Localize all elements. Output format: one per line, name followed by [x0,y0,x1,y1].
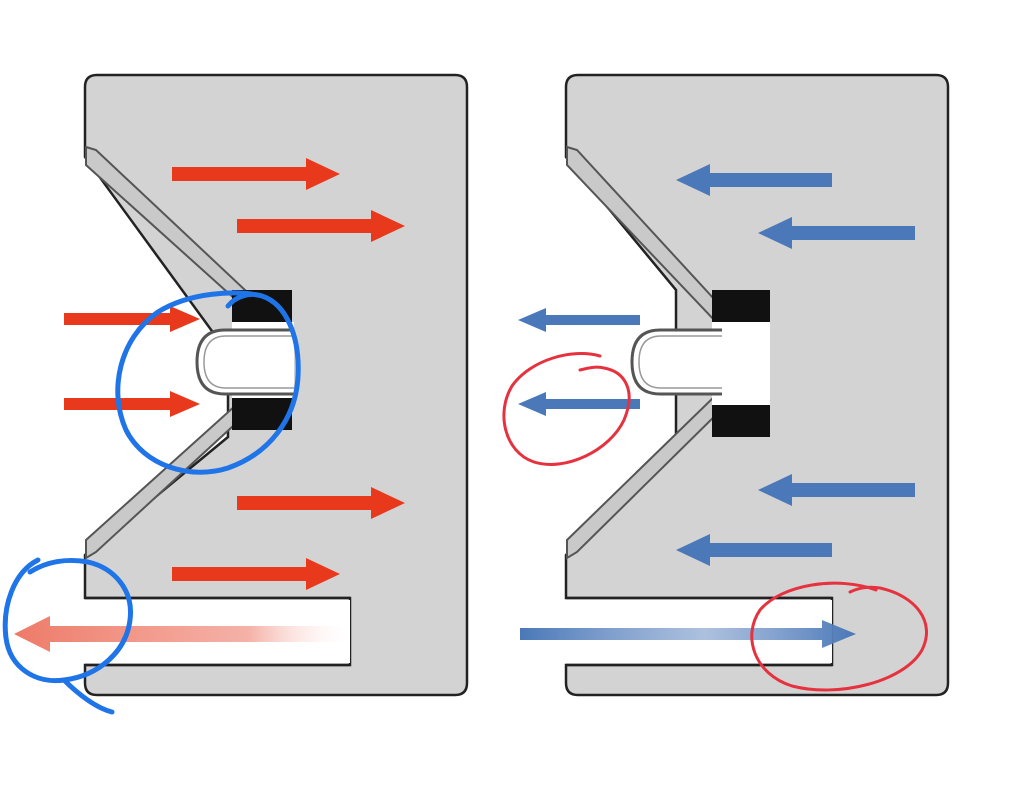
red-arrow-icon [172,558,340,590]
blue-arrow-icon [518,392,640,416]
blue-arrow-icon [758,217,915,249]
red-arrow-icon [237,487,405,519]
red-arrow-icon [237,210,405,242]
right-airflow-arrows [518,164,915,648]
left-dome [195,328,294,396]
port-arrow-right-icon [520,620,856,648]
red-circle-dome-icon [502,352,631,466]
blue-circle-dome-icon [115,290,301,475]
left-airflow-arrows [14,158,405,652]
blue-arrow-icon [676,164,832,196]
right-dome [630,328,722,396]
right-magnet-top [712,290,770,322]
red-circle-port-icon [750,581,928,692]
blue-arrow-icon [676,534,832,566]
red-arrow-icon [64,306,200,332]
red-arrow-icon [172,158,340,190]
left-cone-lower [85,403,247,560]
port-arrow-left-icon [14,616,350,652]
blue-arrow-icon [518,308,640,332]
right-speaker-panel [564,73,950,697]
hand-drawn-annotations [2,290,928,715]
right-cone-lower [566,393,728,560]
right-magnet-bottom [712,405,770,437]
blue-circle-port-icon [2,557,133,715]
red-arrow-icon [64,391,200,417]
blue-arrow-icon [758,474,915,506]
